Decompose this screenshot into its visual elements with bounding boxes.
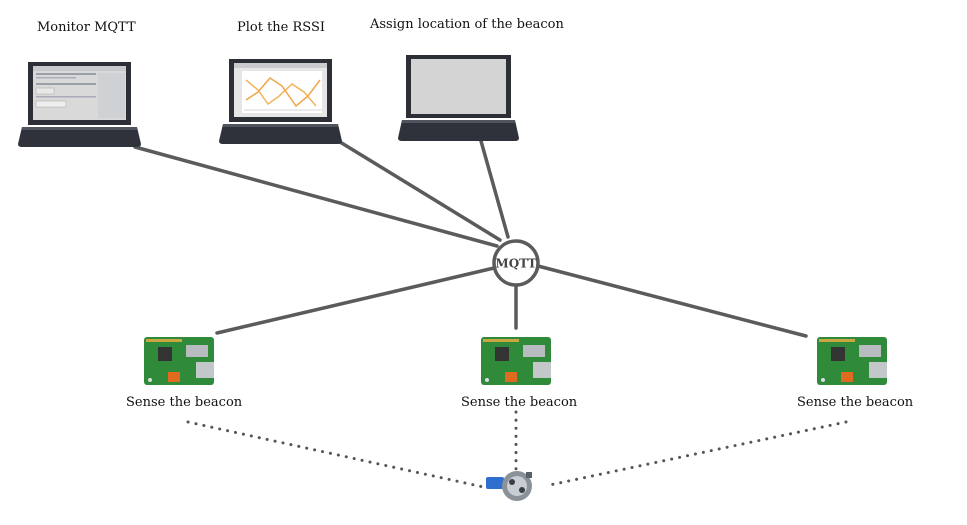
link-hub-to-sensor-left [215, 266, 496, 335]
beacon-links [186, 410, 848, 490]
raspberry-pi-center-icon [481, 337, 551, 385]
beacon-link-left [186, 420, 490, 490]
raspberry-pi-left-icon [144, 337, 214, 385]
link-monitor-to-hub [133, 145, 499, 248]
link-plot-to-hub [338, 140, 502, 242]
links [133, 139, 808, 338]
raspberry-pi-right-icon [817, 337, 887, 385]
laptop-assign-location-icon [398, 55, 519, 141]
rssi-plot-line-1 [245, 79, 317, 107]
label-sense-left: Sense the beacon [126, 395, 243, 410]
rssi-plot-line-2 [245, 77, 321, 108]
laptop-rssi-plot-icon [219, 59, 342, 144]
label-sense-right: Sense the beacon [797, 395, 914, 410]
mqtt-hub-label: MQTT [495, 257, 536, 271]
beacon-link-right [543, 420, 848, 488]
laptop-monitor-mqtt-icon [18, 62, 141, 147]
link-assign-to-hub [479, 139, 510, 239]
label-assign-location: Assign location of the beacon [370, 17, 564, 32]
label-sense-center: Sense the beacon [461, 395, 578, 410]
label-monitor-mqtt: Monitor MQTT [37, 20, 136, 35]
mqtt-hub: MQTT [492, 239, 540, 287]
label-plot-rssi: Plot the RSSI [237, 20, 326, 35]
link-hub-to-sensor-right [536, 264, 808, 338]
bluetooth-beacon-icon [486, 471, 532, 501]
